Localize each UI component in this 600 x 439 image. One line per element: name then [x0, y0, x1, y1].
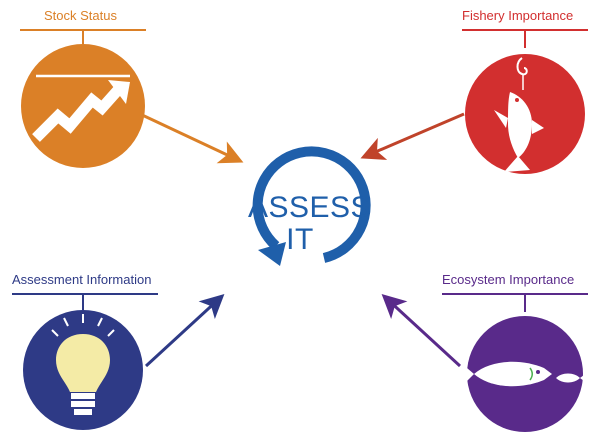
- center-title-line1: ASSESS: [248, 191, 372, 224]
- hooked-fish-icon: [465, 54, 585, 174]
- ecosystem-importance-arrow: [381, 293, 462, 368]
- fishery-importance-arrow: [360, 112, 465, 160]
- fish-eating-fish-icon: [460, 316, 588, 432]
- stock-status-node: [20, 29, 244, 168]
- trending-up-chart-icon: [21, 44, 145, 168]
- stock-status-label: Stock Status: [44, 8, 117, 23]
- light-bulb-icon: [23, 310, 143, 430]
- center-title-line2: IT: [286, 223, 314, 256]
- ecosystem-importance-node: [381, 293, 588, 432]
- assessment-information-label: Assessment Information: [12, 272, 152, 287]
- fishery-importance-label: Fishery Importance: [462, 8, 574, 23]
- circular-refresh-arrow-icon: [252, 146, 371, 266]
- fishery-importance-node: [360, 29, 588, 174]
- assessment-information-node: [12, 293, 225, 430]
- ecosystem-importance-label: Ecosystem Importance: [442, 272, 575, 287]
- stock-status-arrow: [139, 112, 244, 164]
- assessment-information-arrow: [144, 293, 225, 368]
